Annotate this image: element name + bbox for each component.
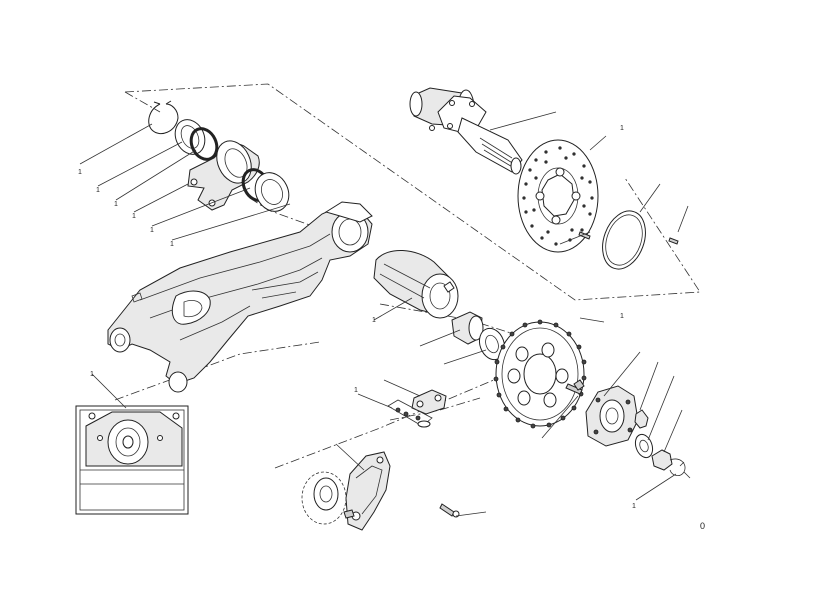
sprocket-teeth [493, 319, 587, 429]
ref-label: 1 [132, 213, 136, 220]
rear-sprocket-icon [493, 319, 587, 429]
bolt-icon [439, 503, 460, 518]
ref-label: 1 [114, 201, 118, 208]
disc-vent-holes [522, 146, 594, 246]
ref-label: 1 [372, 317, 376, 324]
brake-disc-icon [517, 139, 599, 253]
front-sprocket-cover-icon [345, 451, 391, 531]
front-sprocket-icon [301, 471, 355, 525]
eccentric-hub-group [148, 100, 290, 212]
o-ring-icon [189, 127, 219, 161]
chain-link-icon [387, 389, 447, 428]
swingarm-icon [107, 201, 373, 393]
spacer-bushing-icon [451, 311, 506, 361]
page-number: 0 [700, 521, 706, 531]
ref-label: 1 [150, 227, 154, 234]
spacer-ring-icon [174, 119, 206, 155]
reference-labels: 1 1 1 1 1 1 1 1 1 1 1 1 [78, 125, 636, 510]
rear-hub-shaft-icon [409, 87, 523, 175]
abs-tone-ring-icon [602, 210, 679, 270]
ref-label: 1 [354, 387, 358, 394]
ref-label: 1 [632, 503, 636, 510]
leader-lines [79, 111, 689, 517]
ref-label: 1 [620, 125, 624, 132]
ref-label: 1 [620, 313, 624, 320]
ref-label: 1 [78, 169, 82, 176]
inset-detail-box [75, 405, 189, 515]
ref-label: 1 [96, 187, 100, 194]
ref-label: 1 [90, 371, 94, 378]
circlip-icon [148, 100, 179, 134]
sprocket-carrier-icon [573, 379, 691, 479]
ref-label: 1 [170, 241, 174, 248]
cush-drive-icon [373, 249, 459, 319]
